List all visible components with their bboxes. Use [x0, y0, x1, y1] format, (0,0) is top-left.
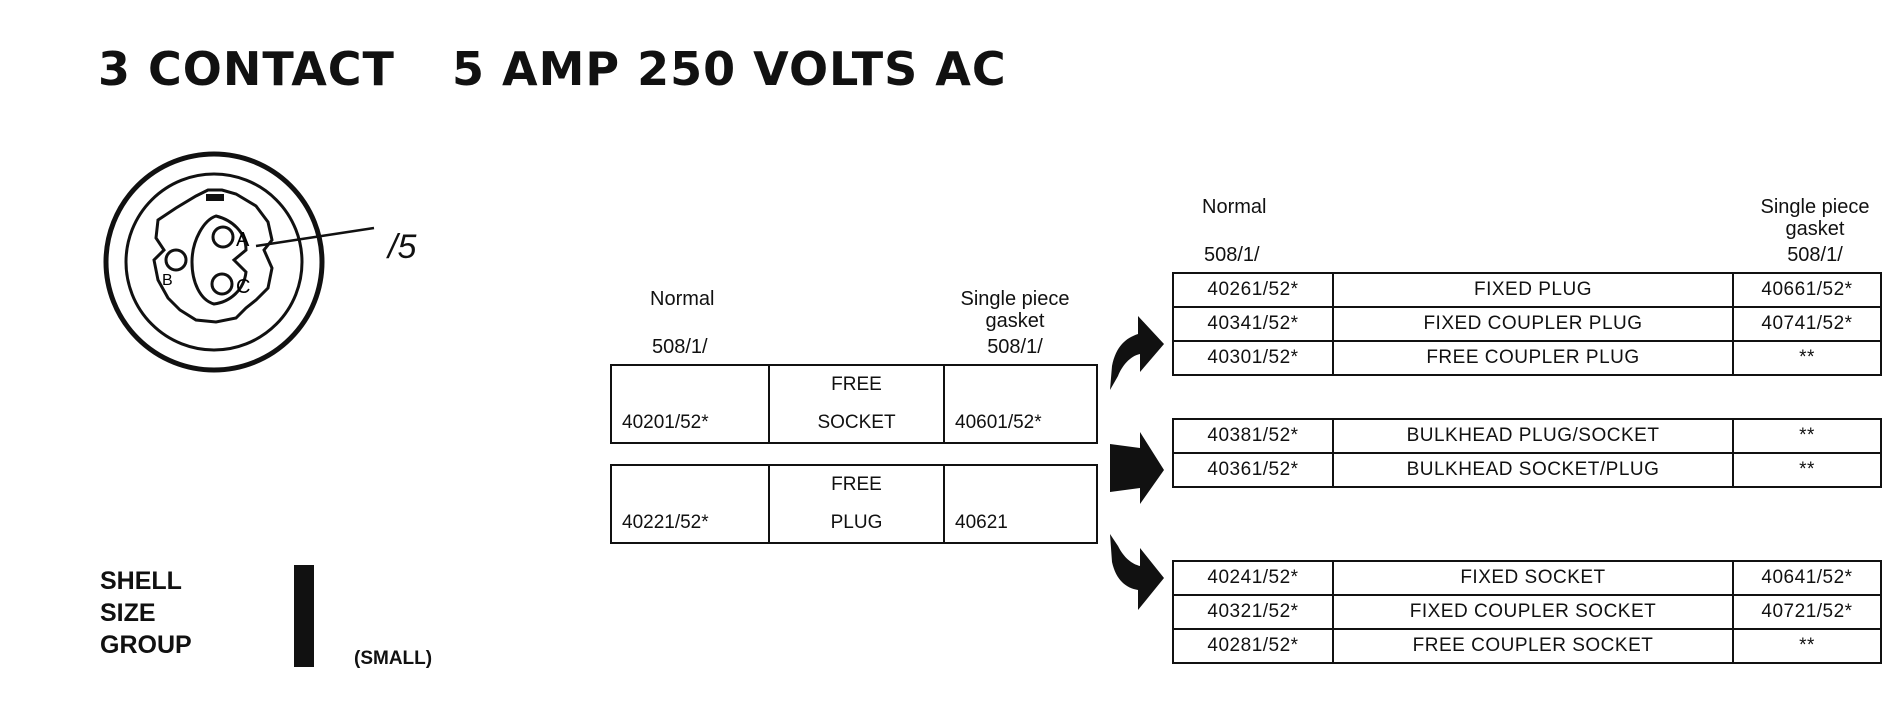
single-part-cell: 40661/52* — [1732, 272, 1882, 308]
table-row: 40281/52* FREE COUPLER SOCKET ** — [1172, 628, 1882, 664]
single-part-cell: 40641/52* — [1732, 560, 1882, 596]
right-single-header: Single piece gasket — [1760, 196, 1870, 240]
free-socket-desc: FREE SOCKET — [770, 366, 945, 442]
normal-part-cell: 40301/52* — [1172, 340, 1334, 376]
pin-c-label: C — [236, 276, 250, 298]
table-row: 40261/52* FIXED PLUG 40661/52* — [1172, 272, 1882, 308]
left-single-code: 508/1/ — [987, 336, 1043, 358]
description-cell: BULKHEAD SOCKET/PLUG — [1332, 452, 1734, 488]
callout-label: /5 — [388, 228, 417, 266]
group-label: GROUP — [100, 631, 192, 659]
shell-size-group-label: SHELL SIZE GROUP — [100, 565, 192, 661]
right-normal-code: 508/1/ — [1204, 244, 1260, 266]
single-part-cell: ** — [1732, 418, 1882, 454]
free-socket-desc-bottom: SOCKET — [817, 412, 896, 433]
normal-part-cell: 40361/52* — [1172, 452, 1334, 488]
connector-face-diagram: A B C — [103, 151, 375, 373]
free-socket-normal: 40201/52* — [612, 366, 770, 442]
arrow-right-icon — [1110, 432, 1164, 504]
free-plug-desc-top: FREE — [831, 474, 882, 495]
single-part-cell: 40721/52* — [1732, 594, 1882, 630]
free-socket-single: 40601/52* — [955, 412, 1042, 433]
description-cell: FIXED COUPLER PLUG — [1332, 306, 1734, 342]
normal-part-cell: 40261/52* — [1172, 272, 1334, 308]
plug-table: 40261/52* FIXED PLUG 40661/52* 40341/52*… — [1172, 272, 1882, 376]
bulkhead-table: 40381/52* BULKHEAD PLUG/SOCKET ** 40361/… — [1172, 418, 1882, 488]
description-cell: BULKHEAD PLUG/SOCKET — [1332, 418, 1734, 454]
normal-part-cell: 40341/52* — [1172, 306, 1334, 342]
pin-a-label: A — [236, 229, 250, 251]
single-part-cell: ** — [1732, 628, 1882, 664]
description-cell: FREE COUPLER SOCKET — [1332, 628, 1734, 664]
left-normal-code: 508/1/ — [652, 336, 708, 358]
single-part-cell: 40741/52* — [1732, 306, 1882, 342]
single-part-cell: ** — [1732, 340, 1882, 376]
free-socket-desc-top: FREE — [831, 374, 882, 395]
pin-b-label: B — [162, 272, 173, 289]
title-rating: 5 AMP 250 VOLTS AC — [452, 42, 1007, 96]
description-cell: FIXED SOCKET — [1332, 560, 1734, 596]
left-single-header: Single piece gasket — [960, 288, 1070, 332]
right-single-code: 508/1/ — [1787, 244, 1843, 266]
normal-part-cell: 40381/52* — [1172, 418, 1334, 454]
table-row: 40321/52* FIXED COUPLER SOCKET 40721/52* — [1172, 594, 1882, 630]
title-contact: 3 CONTACT — [98, 42, 395, 96]
right-normal-header: Normal — [1202, 196, 1267, 218]
free-plug-normal: 40221/52* — [612, 466, 770, 542]
size-label: SIZE — [100, 599, 156, 627]
normal-part-cell: 40241/52* — [1172, 560, 1334, 596]
normal-part-cell: 40281/52* — [1172, 628, 1334, 664]
free-plug-single: 40621 — [955, 512, 1008, 533]
socket-table: 40241/52* FIXED SOCKET 40641/52* 40321/5… — [1172, 560, 1882, 664]
normal-part-cell: 40321/52* — [1172, 594, 1334, 630]
description-cell: FIXED PLUG — [1332, 272, 1734, 308]
table-row: 40341/52* FIXED COUPLER PLUG 40741/52* — [1172, 306, 1882, 342]
free-socket-box: 40201/52* FREE SOCKET 40601/52* — [610, 364, 1098, 444]
table-row: 40301/52* FREE COUPLER PLUG ** — [1172, 340, 1882, 376]
shell-size-bar — [294, 565, 314, 667]
free-plug-box: 40221/52* FREE PLUG 40621 — [610, 464, 1098, 544]
table-row: 40381/52* BULKHEAD PLUG/SOCKET ** — [1172, 418, 1882, 454]
single-part-cell: ** — [1732, 452, 1882, 488]
arrow-down-right-icon — [1110, 534, 1164, 610]
shell-label: SHELL — [100, 567, 182, 595]
free-plug-desc: FREE PLUG — [770, 466, 945, 542]
description-cell: FREE COUPLER PLUG — [1332, 340, 1734, 376]
description-cell: FIXED COUPLER SOCKET — [1332, 594, 1734, 630]
table-row: 40361/52* BULKHEAD SOCKET/PLUG ** — [1172, 452, 1882, 488]
table-row: 40241/52* FIXED SOCKET 40641/52* — [1172, 560, 1882, 596]
free-plug-desc-bottom: PLUG — [830, 512, 883, 533]
left-normal-header: Normal — [650, 288, 715, 310]
arrow-up-right-icon — [1110, 316, 1164, 390]
shell-size-note: (SMALL) — [354, 648, 433, 669]
